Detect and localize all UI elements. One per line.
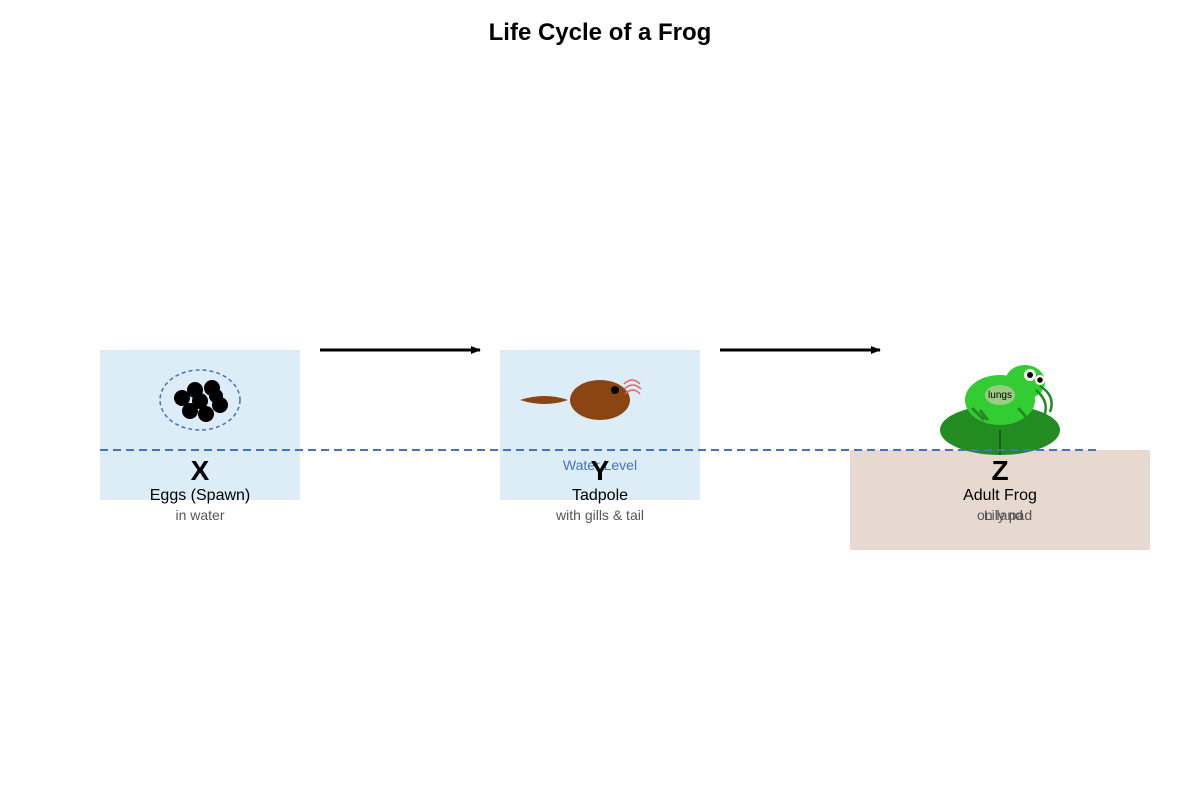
lily-pad-label: Lily pad <box>984 507 1032 523</box>
stage-letter-y: Y <box>591 455 610 486</box>
water-habitat-box-x <box>100 350 300 500</box>
egg <box>174 390 190 406</box>
gill <box>624 389 641 395</box>
stage-name-eggs: Eggs (Spawn) <box>150 487 251 504</box>
stage-note-on-land: on land <box>977 507 1023 523</box>
stage-note-tadpole: with gills & tail <box>555 507 644 523</box>
frog-hind-leg <box>1016 406 1030 421</box>
stage-name-adult-frog: Adult Frog <box>963 487 1037 504</box>
stage-letter-x: X <box>191 455 210 486</box>
water-level-label: Water Level <box>563 457 637 473</box>
egg <box>198 406 214 422</box>
gill <box>623 379 641 385</box>
lungs-label: lungs <box>988 390 1012 401</box>
frog-pupil <box>1037 377 1043 383</box>
tadpole-eye <box>611 386 619 394</box>
water-habitat-box-y <box>500 350 700 500</box>
land-habitat-box <box>850 450 1150 550</box>
egg <box>212 397 228 413</box>
tadpole-body <box>570 380 630 420</box>
tadpole-icon <box>520 379 642 420</box>
adult-frog-icon: lungs <box>940 365 1060 455</box>
egg-mass-outline <box>159 369 241 431</box>
stage-letter-z: Z <box>991 455 1008 486</box>
frog-leg-line <box>1039 384 1053 413</box>
lungs-organ <box>985 385 1015 405</box>
frog-leg-line <box>1035 389 1047 417</box>
egg <box>192 393 208 409</box>
stage-name-tadpole: Tadpole <box>572 487 628 504</box>
stage-note-eggs: in water <box>175 507 224 523</box>
frog-front-leg <box>970 406 990 422</box>
frog-eggs-icon <box>159 369 241 431</box>
frog-pupil <box>1027 372 1033 378</box>
tadpole-tail <box>520 396 568 404</box>
gill <box>623 384 642 390</box>
diagram-title: Life Cycle of a Frog <box>489 19 712 46</box>
egg <box>182 403 198 419</box>
